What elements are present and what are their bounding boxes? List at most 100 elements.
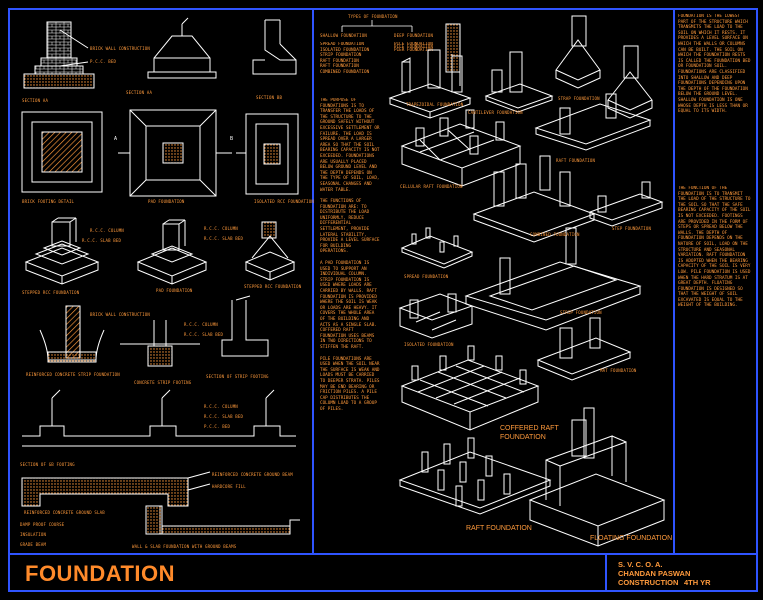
label-isolated-right: ISOLATED FOUNDATION xyxy=(404,342,454,347)
title-block-separator xyxy=(605,554,607,591)
shallow-list: SPREAD FOUNDATION ISOLATED FOUNDATION ST… xyxy=(320,42,380,92)
label-section-ground: SECTION OF GB FOOTING xyxy=(20,462,75,467)
label-coffered-line1: COFFERED RAFT xyxy=(500,425,559,432)
label-stepped-foundation: STEPPED RCC FOUNDATION xyxy=(22,290,80,295)
raft-foundation-iso xyxy=(398,437,552,515)
step-foundation-iso xyxy=(464,227,642,331)
isolated-footing-plan xyxy=(236,113,299,195)
middle-description: THE PURPOSE OF FOUNDATIONS IS TO TRANSFE… xyxy=(320,98,380,528)
label-cantilever: CANTILEVER FOUNDATION xyxy=(468,110,523,115)
label-dpc: DAMP PROOF COURSE xyxy=(20,522,65,527)
label-insulation: INSULATION xyxy=(20,532,47,537)
label-rcc-slab-3: R.C.C. SLAB BED xyxy=(184,332,224,337)
strip-footing-iso xyxy=(221,295,269,357)
label-pad-foundation-2: PAD FOUNDATION xyxy=(156,288,193,293)
deep-list: PILE FOUNDATION PIER FOUNDATION xyxy=(394,42,444,56)
label-floating: FLOATING FOUNDATION xyxy=(590,535,673,542)
label-pcc-bed-2: P.C.C. BED xyxy=(204,424,231,429)
pad-foundation-iso xyxy=(136,219,208,285)
label-rcc-column: R.C.C. COLUMN xyxy=(90,228,124,233)
label-pile-top: PILE FOUNDATION xyxy=(394,44,434,49)
combined-iso xyxy=(472,155,596,243)
label-rcc-slab: R.C.C. SLAB BED xyxy=(82,238,122,243)
spread-iso xyxy=(588,181,664,227)
small-raft-iso xyxy=(400,227,474,269)
deep-item: PIER FOUNDATION xyxy=(394,47,433,53)
label-raft-large: RAFT FOUNDATION xyxy=(466,525,532,532)
label-rcc-column-2: R.C.C. COLUMN xyxy=(204,226,238,231)
sheet-title: FOUNDATION xyxy=(25,561,176,586)
mat-iso xyxy=(536,317,632,381)
floating-foundation-iso xyxy=(528,419,666,547)
shallow-item: STRIP FOUNDATION xyxy=(320,53,362,59)
paragraph: THE FUNCTIONS OF FOUNDATION ARE: TO DIST… xyxy=(320,199,380,255)
label-step: STEP FOUNDATION xyxy=(612,226,652,231)
pad-foundation-plan xyxy=(118,109,232,197)
column-divider-right xyxy=(673,9,675,554)
label-brick-wall-2: BRICK WALL CONSTRUCTION xyxy=(90,312,150,317)
label-reinforced-strip: REINFORCED CONCRETE STRIP FOUNDATION xyxy=(26,372,120,377)
reinforced-strip-section xyxy=(39,305,105,363)
year-label: 4TH YR xyxy=(684,578,711,587)
label-section-bb: SECTION BB xyxy=(256,95,283,100)
cantilever-iso xyxy=(484,51,554,113)
label-rc-ground-floor: REINFORCED CONCRETE GROUND SLAB xyxy=(24,510,105,515)
title-block-divider xyxy=(9,553,757,555)
column-divider-left xyxy=(312,9,314,554)
label-raft-small: RAFT FOUNDATION xyxy=(556,158,596,163)
label-rcc-column-3: R.C.C. COLUMN xyxy=(184,322,218,327)
section-bb-drawing xyxy=(252,19,297,75)
label-grade-beam: GRADE BEAM xyxy=(20,542,47,547)
label-brick-wall: BRICK WALL CONSTRUCTION xyxy=(90,46,150,51)
label-combined: COMBINED FOUNDATION xyxy=(530,232,580,237)
label-section-aa: SECTION AA xyxy=(22,98,49,103)
paragraph: PILE FOUNDATIONS ARE USED WHEN THE SOIL … xyxy=(320,356,380,412)
deep-item: PILE FOUNDATION xyxy=(394,42,433,47)
label-stepped-rcc: STEPPED RCC FOUNDATION xyxy=(244,284,302,289)
concrete-strip-section xyxy=(120,320,200,367)
paragraph: A PAD FOUNDATION IS USED TO SUPPORT AN I… xyxy=(320,261,377,350)
marker-a: A xyxy=(114,136,118,142)
label-rc-ground-beam: REINFORCED CONCRETE GROUND BEAM xyxy=(212,472,293,477)
brick-wall-section xyxy=(23,21,95,89)
grade-beam-elevation xyxy=(22,389,296,447)
brick-footing-plan xyxy=(21,111,103,193)
isolated-pair-iso xyxy=(555,15,653,119)
section-aa-drawing xyxy=(147,17,217,79)
label-wall-foundation: WALL & SLAB FOUNDATION WITH GROUND BEAMS xyxy=(132,544,237,549)
side-note-1: FOUNDATION IS THE LOWEST PART OF THE STR… xyxy=(678,14,751,115)
label-section-aa-2: SECTION AA xyxy=(126,90,153,95)
cellular-raft-iso xyxy=(400,109,522,187)
label-rcc-column-4: R.C.C. COLUMN xyxy=(204,404,238,409)
institute-name: S. V. C. O. A. xyxy=(618,560,663,569)
side-note-2: THE FUNCTION OF THE FOUNDATION IS TO TRA… xyxy=(678,186,751,309)
coffered-raft-iso xyxy=(400,345,540,431)
shallow-item: RAFT FOUNDATION xyxy=(320,58,359,64)
label-isolated: ISOLATED RCC FOUNDATION xyxy=(254,199,314,204)
shallow-item: SPREAD FOUNDATION xyxy=(320,42,364,47)
stepped-brick-footing-iso xyxy=(24,217,100,285)
strap-iso xyxy=(534,93,652,151)
shallow-item: RAFT FOUNDATION xyxy=(320,64,359,70)
strip-walls-iso xyxy=(398,293,474,339)
label-strap: STRAP FOUNDATION xyxy=(558,96,600,101)
label-rcc-slab-2: R.C.C. SLAB BED xyxy=(204,236,244,241)
pile-column-iso xyxy=(388,23,472,119)
ground-beam-section xyxy=(21,471,300,535)
label-trapezoidal: TRAPEZOIDAL FOUNDATION xyxy=(406,102,464,107)
label-mat: MAT FOUNDATION xyxy=(600,368,637,373)
subject-name: CONSTRUCTION xyxy=(618,578,679,587)
label-hardcore: HARDCORE FILL xyxy=(212,484,246,489)
label-strip: STRIP FOUNDATION xyxy=(560,310,602,315)
marker-b: B xyxy=(230,136,234,142)
label-brick-footing: BRICK FOOTING DETAIL xyxy=(22,199,75,204)
label-pad-foundation: PAD FOUNDATION xyxy=(148,199,185,204)
shallow-item: COMBINED FOUNDATION xyxy=(320,69,370,75)
sheet-border xyxy=(8,8,758,592)
label-rcc-slab-4: R.C.C. SLAB BED xyxy=(204,414,244,419)
deep-heading: DEEP FOUNDATION xyxy=(394,33,434,38)
